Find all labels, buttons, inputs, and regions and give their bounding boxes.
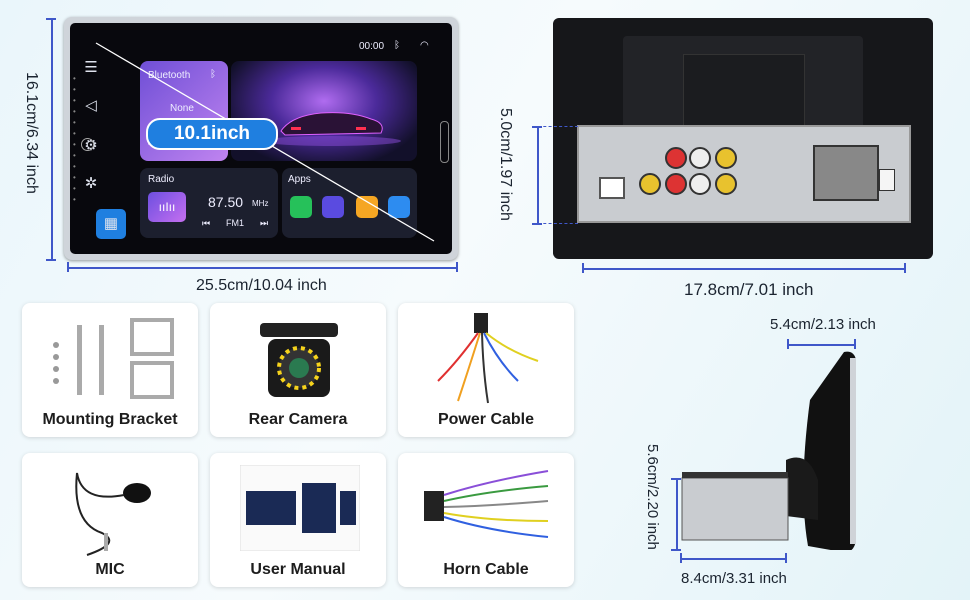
back-height-line (537, 126, 539, 224)
carplay-icon[interactable] (290, 196, 312, 218)
screen-height-label: 16.1cm/6.34 inch (23, 72, 40, 194)
wifi-icon: ◠ (420, 40, 429, 51)
side-view-unit (681, 351, 856, 550)
wiring-harness-socket (813, 145, 879, 201)
horn-cable-icon (424, 470, 549, 538)
width-dimension-line (67, 267, 457, 269)
accessory-card: Mounting Bracket (22, 303, 198, 437)
fuse (879, 169, 895, 191)
back-width-line (582, 268, 905, 270)
seek-forward-icon[interactable]: ⏭ (260, 218, 269, 228)
screen-size-badge: 10.1inch (146, 118, 278, 150)
rca-red-top (665, 147, 687, 169)
mic-icon (75, 472, 151, 556)
back-width-label: 17.8cm/7.01 inch (684, 280, 814, 299)
music-icon[interactable] (388, 196, 410, 218)
rca-yellow-top (715, 147, 737, 169)
brightness-icon: ✲ (84, 175, 98, 192)
back-height-label: 5.0cm/1.97 inch (497, 108, 514, 221)
seek-back-icon[interactable]: ⏮ (202, 218, 211, 228)
bluetooth-status-icon: ᛒ (394, 40, 400, 51)
home-icon: ▦ (96, 209, 126, 239)
radio-band: FM1 (226, 218, 244, 228)
accessory-card: Power Cable (398, 303, 574, 437)
accessory-card: Rear Camera (210, 303, 386, 437)
radio-frequency: 87.50 (208, 194, 244, 210)
accessory-label: Rear Camera (248, 411, 348, 428)
accessory-label: MIC (95, 561, 125, 578)
accessory-label: Mounting Bracket (42, 411, 178, 428)
rca-white-top (689, 147, 711, 169)
user-manual-icon (240, 465, 360, 551)
side-bottom-label: 8.4cm/3.31 inch (681, 570, 787, 587)
clock: 00:00 (359, 41, 385, 52)
menu-dots-icon: •••••••••••• (73, 74, 76, 204)
volume-icon: ◁ (85, 97, 97, 114)
accessory-label: Power Cable (437, 411, 535, 428)
side-slot (440, 121, 449, 163)
car-icon (261, 112, 401, 146)
mounting-bracket-icon (53, 318, 174, 399)
phone-icon[interactable] (356, 196, 378, 218)
android-auto-icon[interactable] (322, 196, 344, 218)
rca-white (689, 173, 711, 195)
screen-width-label: 25.5cm/10.04 inch (196, 277, 327, 294)
wallpaper-car-image (231, 61, 417, 161)
head-unit-back (553, 18, 933, 259)
radio-unit: MHz (252, 199, 269, 208)
side-top-label: 5.4cm/2.13 inch (770, 316, 876, 333)
connector-panel (577, 125, 911, 223)
bluetooth-status: None (170, 103, 194, 114)
radio-waveform-icon: ııIıı (148, 192, 186, 222)
rca-yellow-2 (715, 173, 737, 195)
radio-card[interactable]: Radio ııIıı 87.50 MHz ⏮ FM1 ⏭ (140, 168, 278, 238)
apps-card[interactable]: Apps (282, 168, 417, 238)
side-height-label: 5.6cm/2.20 inch (644, 444, 661, 550)
height-dimension-line (51, 18, 53, 260)
accessory-label: User Manual (250, 561, 346, 578)
accessory-card: Horn Cable (398, 453, 574, 587)
rear-camera-icon (260, 323, 338, 397)
power-cable-icon (437, 313, 539, 404)
accessory-card: MIC (22, 453, 198, 587)
usb-port (599, 177, 625, 199)
rca-red (665, 173, 687, 195)
bluetooth-title: Bluetooth (148, 70, 191, 81)
apps-title: Apps (288, 174, 311, 185)
home-button-icon (81, 138, 94, 151)
accessory-label: Horn Cable (443, 561, 529, 578)
rca-yellow (639, 173, 661, 195)
radio-title: Radio (148, 174, 175, 185)
bluetooth-icon: ᛒ (210, 69, 216, 80)
accessory-card: User Manual (210, 453, 386, 587)
equalizer-icon: ☰ (84, 59, 98, 76)
